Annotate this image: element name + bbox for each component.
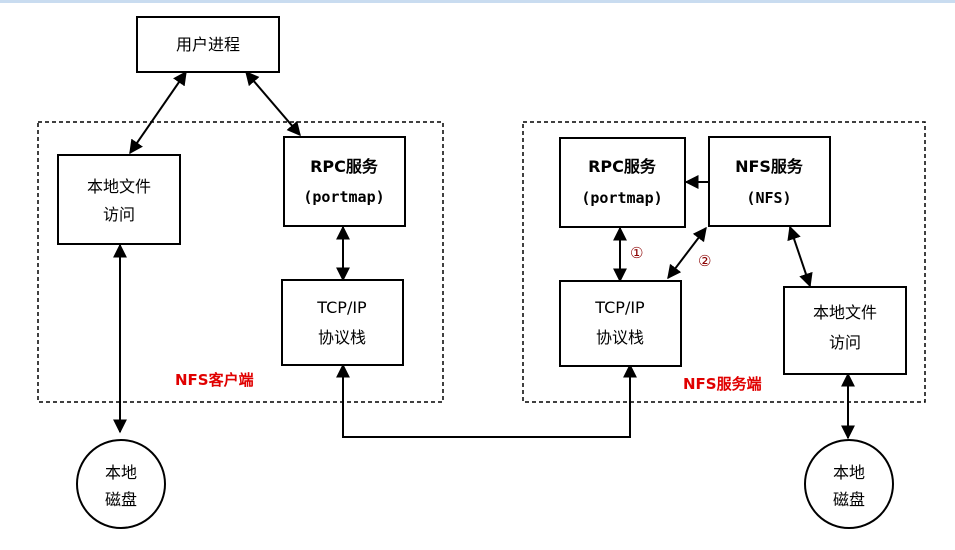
client-tcpip-label-1: TCP/IP (316, 298, 367, 317)
client-rpc-label-1: RPC服务 (310, 157, 379, 176)
arrow-nfs-to-server-file (787, 225, 813, 288)
server-nfs-label-1: NFS服务 (735, 157, 804, 176)
server-rpc-label-1: RPC服务 (588, 157, 657, 176)
client-disk-label-1: 本地 (105, 463, 137, 482)
server-region (522, 121, 926, 403)
client-local-file-label-1: 本地文件 (87, 177, 151, 196)
server-rpc-label-2: (portmap) (581, 189, 662, 207)
user-process-node: 用户进程 (136, 16, 280, 73)
server-rpc-node: RPC服务 (portmap) (559, 137, 686, 228)
client-rpc-label-2: (portmap) (303, 188, 384, 206)
server-disk-label-2: 磁盘 (833, 490, 865, 509)
client-rpc-node: RPC服务 (portmap) (283, 136, 406, 227)
server-region-label: NFS服务端 (683, 375, 762, 393)
server-nfs-node: NFS服务 (NFS) (708, 136, 831, 227)
client-disk-label-2: 磁盘 (105, 490, 137, 509)
server-nfs-label-2: (NFS) (746, 189, 791, 207)
user-process-label: 用户进程 (176, 35, 240, 54)
server-disk-label-1: 本地 (833, 463, 865, 482)
server-local-file-label-1: 本地文件 (813, 303, 877, 322)
step-marker-2: ② (698, 252, 711, 270)
network-link (336, 363, 637, 438)
client-local-file-label-2: 访问 (103, 205, 135, 224)
step-marker-1: ① (630, 244, 643, 262)
client-region-label: NFS客户端 (175, 371, 254, 389)
client-local-file-node: 本地文件 访问 (57, 154, 181, 245)
client-tcpip-label-2: 协议栈 (318, 328, 366, 347)
server-disk-node: 本地 磁盘 (804, 439, 894, 529)
server-local-file-node: 本地文件 访问 (783, 286, 907, 375)
arrow-nfs-to-tcpip (667, 226, 707, 280)
arrow-user-to-client-file (129, 70, 187, 155)
client-tcpip-node: TCP/IP 协议栈 (281, 279, 404, 366)
client-disk-node: 本地 磁盘 (76, 439, 166, 529)
server-tcpip-label-1: TCP/IP (594, 298, 645, 317)
arrow-user-to-client-rpc (245, 70, 301, 137)
server-tcpip-node: TCP/IP 协议栈 (559, 280, 682, 367)
server-tcpip-label-2: 协议栈 (596, 328, 644, 347)
server-local-file-label-2: 访问 (829, 333, 861, 352)
top-strip (0, 0, 955, 3)
